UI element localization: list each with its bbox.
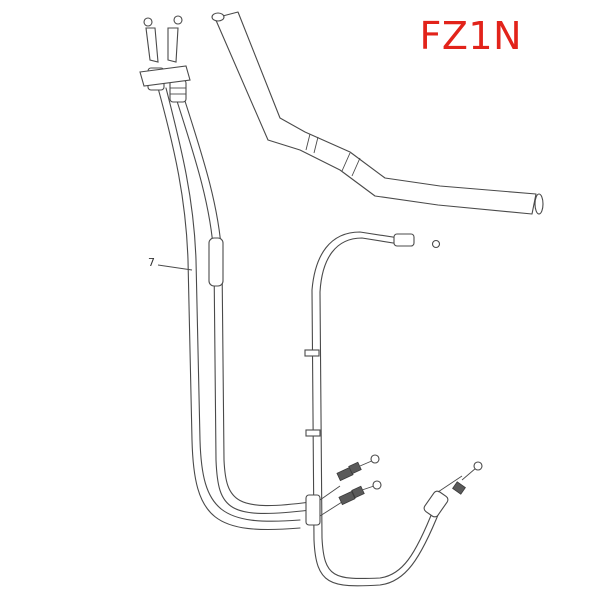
throttle-cable-right [167,15,311,515]
part-callout-number: 7 [148,256,155,269]
cable-adjusters [305,454,382,526]
part-callout-leader [157,264,193,271]
cable-clamp-top [139,65,191,87]
model-label: FZ1N [419,14,522,58]
choke-cable [304,231,483,587]
handlebar [211,11,544,215]
